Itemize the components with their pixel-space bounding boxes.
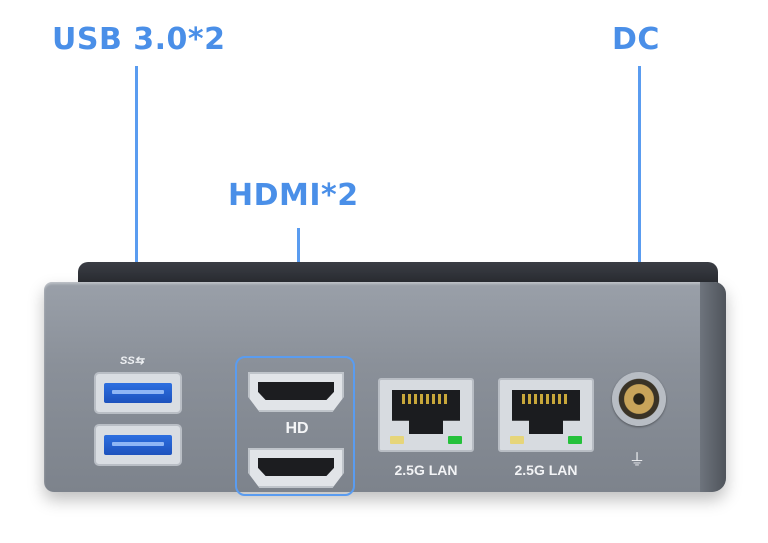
dc-callout-line	[638, 66, 641, 362]
superspeed-usb-icon: SS⇆	[120, 355, 144, 367]
lan-activity-led	[510, 436, 524, 444]
hdmi-callout-label: HDMI*2	[228, 178, 359, 213]
usb-callout-line	[135, 66, 138, 368]
lan-port-2-label: 2.5G LAN	[514, 462, 578, 478]
dc-callout-label: DC	[612, 22, 660, 57]
hdmi-port-label: HD	[285, 420, 309, 437]
power-plug-icon: ⏚	[629, 452, 646, 469]
usb-port-2	[94, 424, 182, 466]
device-side-panel	[700, 282, 726, 492]
lan-port-1	[378, 378, 474, 452]
dc-power-jack	[612, 372, 666, 426]
lan-port-1-label: 2.5G LAN	[394, 462, 458, 478]
usb-port-1	[94, 372, 182, 414]
lan-port-2	[498, 378, 594, 452]
lan-link-led	[448, 436, 462, 444]
hdmi-port-1	[248, 372, 344, 412]
lan-activity-led	[390, 436, 404, 444]
hdmi-highlight-frame	[235, 356, 355, 496]
lan-link-led	[568, 436, 582, 444]
hdmi-port-2	[248, 448, 344, 488]
usb-callout-label: USB 3.0*2	[52, 22, 226, 57]
